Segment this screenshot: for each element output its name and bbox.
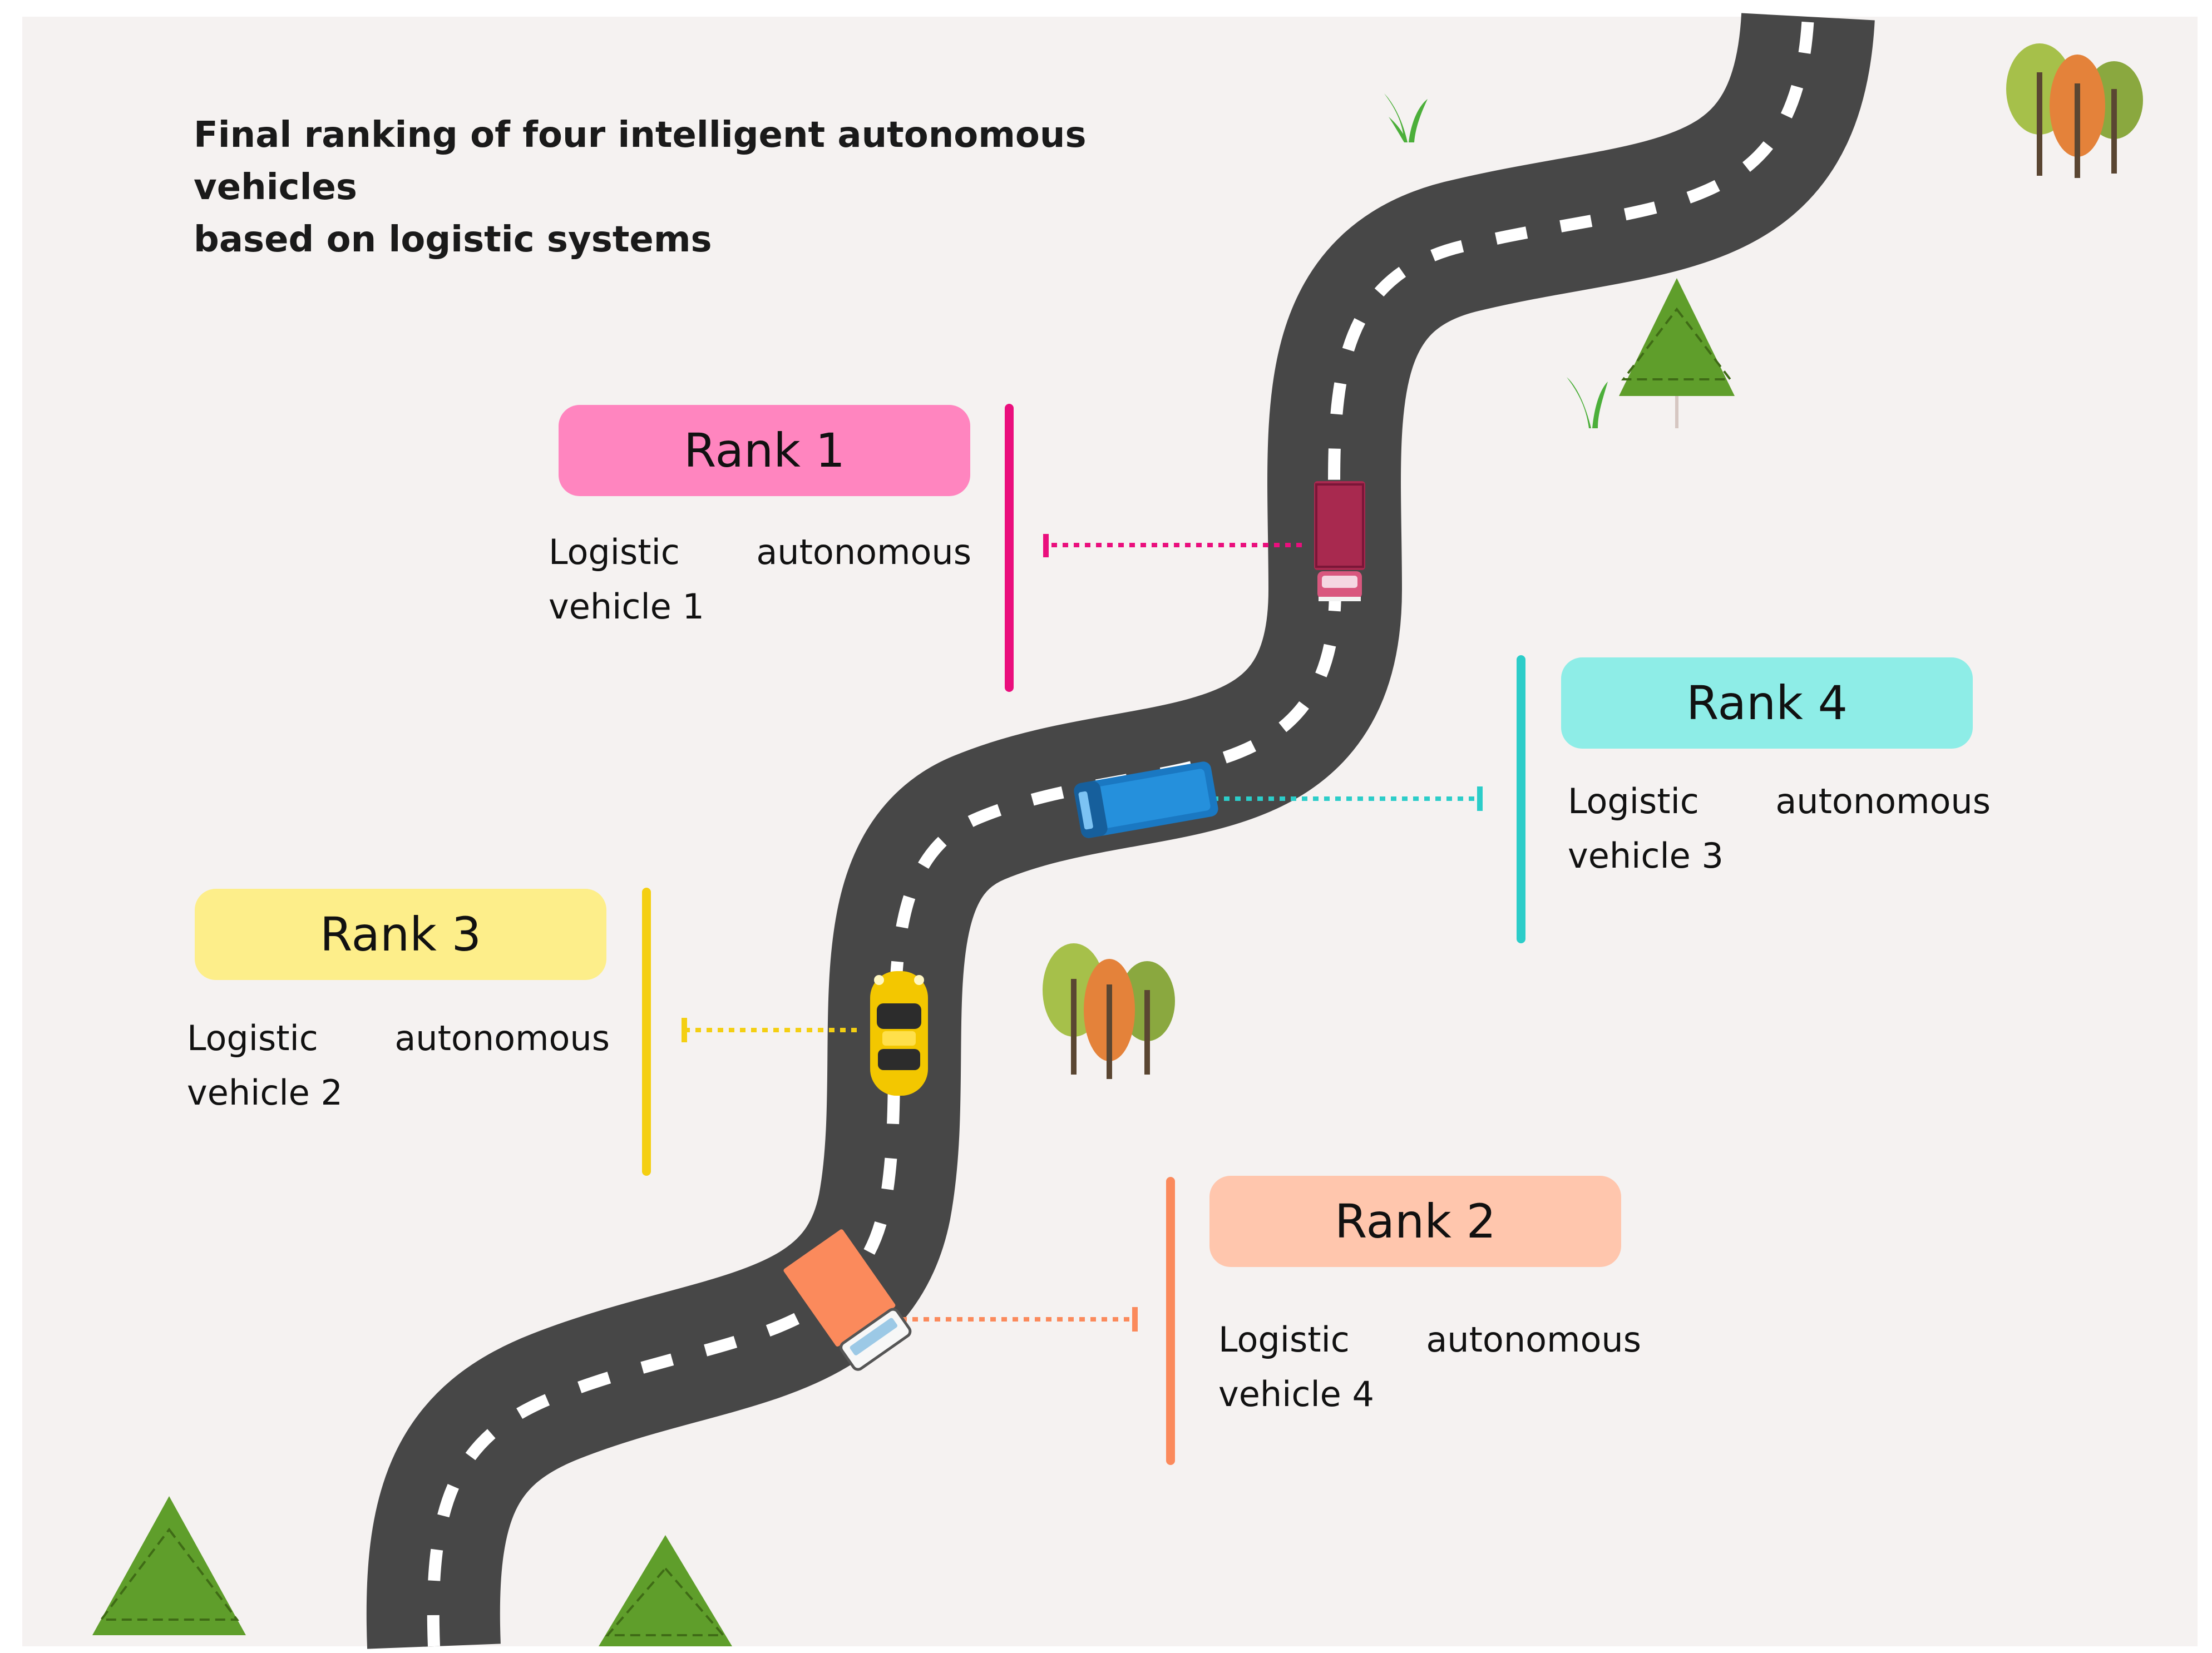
yellow-car-icon: [870, 971, 928, 1096]
pine-tree-upper-right: [1619, 278, 1735, 428]
desc-word-1: Logistic: [1568, 781, 1699, 821]
desc-word-3: vehicle 2: [187, 1072, 343, 1113]
desc-word-3: vehicle 4: [1218, 1374, 1374, 1414]
desc-word-1: Logistic: [187, 1018, 318, 1058]
winding-road: [366, 12, 1875, 1649]
page-title: Final ranking of four intelligent autono…: [194, 109, 1251, 266]
rank-description-1: Logistic autonomous vehicle 1: [549, 525, 971, 634]
rank-description-4: Logistic autonomous vehicle 4: [1218, 1313, 1641, 1422]
blue-bus-icon: [1074, 761, 1218, 838]
desc-word-2: autonomous: [1775, 781, 1991, 821]
rank-badge-3: Rank 3: [195, 889, 606, 980]
rank-bar-4: [1517, 655, 1525, 943]
rank-badge-1: Rank 1: [559, 405, 970, 496]
title-line-1: Final ranking of four intelligent autono…: [194, 115, 1087, 208]
desc-word-1: Logistic: [549, 532, 680, 572]
trees-cluster-top-right: [2006, 43, 2143, 178]
desc-word-1: Logistic: [1218, 1319, 1350, 1360]
connector-rank1: [1043, 534, 1302, 557]
trees-cluster-middle: [1043, 943, 1175, 1079]
pine-tree-bottom-middle: [599, 1535, 732, 1646]
rank-bar-3: [642, 888, 651, 1176]
orange-truck-icon: [783, 1229, 912, 1371]
pine-tree-bottom-left: [92, 1496, 246, 1635]
rank-bar-2: [1166, 1177, 1175, 1465]
title-line-2: based on logistic systems: [194, 219, 712, 260]
connector-rank4: [1213, 786, 1483, 811]
maroon-truck-icon: [1314, 481, 1365, 601]
rank-badge-4: Rank 4: [1561, 657, 1973, 749]
rank-description-3: Logistic autonomous vehicle 3: [1568, 774, 1991, 883]
grass-tuft-top: [1384, 93, 1428, 142]
desc-word-2: autonomous: [1426, 1319, 1641, 1360]
connector-rank2: [879, 1307, 1138, 1332]
desc-word-3: vehicle 3: [1568, 835, 1724, 876]
desc-word-2: autonomous: [756, 532, 971, 572]
desc-word-3: vehicle 1: [549, 586, 704, 627]
grass-tuft-right: [1567, 377, 1608, 428]
rank-description-2: Logistic autonomous vehicle 2: [187, 1011, 610, 1120]
rank-bar-1: [1005, 404, 1014, 692]
desc-word-2: autonomous: [394, 1018, 610, 1058]
lane-markings: [427, 16, 1814, 1647]
connector-rank3: [682, 1018, 857, 1042]
rank-badge-2: Rank 2: [1209, 1176, 1621, 1267]
